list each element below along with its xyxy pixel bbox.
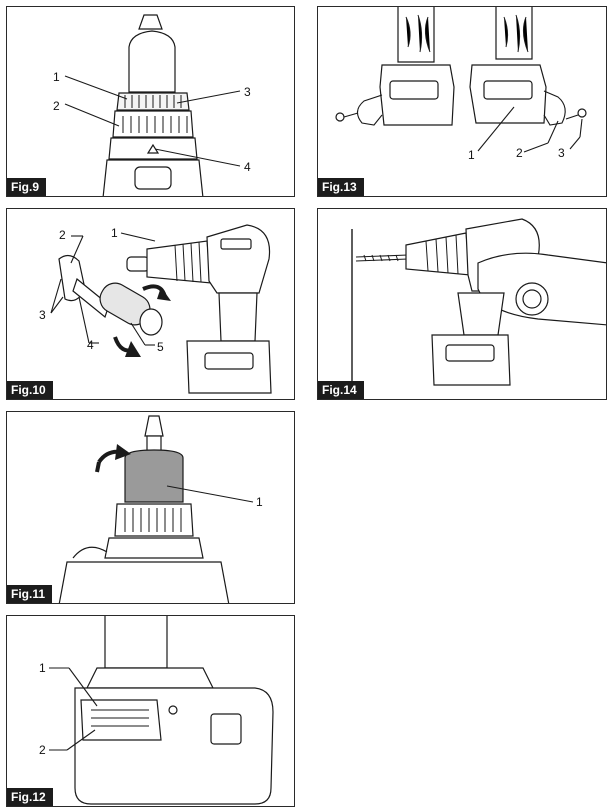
bit-removal-illustration: 1 [58, 415, 263, 603]
fig10-callout-1: 1 [111, 226, 118, 240]
figure-panel-fig14: Fig.14 [317, 208, 607, 400]
figure-panel-fig9: 1 2 3 4 Fig.9 [6, 6, 295, 197]
fig13-callout-1: 1 [468, 148, 475, 162]
hook-and-bit-holder-illustration: 1 2 3 [335, 7, 587, 162]
fig11-label: Fig.11 [7, 585, 53, 603]
drilling-into-wall-illustration [351, 218, 606, 389]
fig9-callout-2: 2 [53, 99, 60, 113]
fig10-label: Fig.10 [7, 381, 53, 399]
battery-indicator-illustration: 1 2 [39, 616, 274, 805]
fig11-callout-1: 1 [256, 495, 263, 509]
fig9-callout-3: 3 [244, 85, 251, 99]
fig10-callout-3: 3 [39, 308, 46, 322]
fig13-label: Fig.13 [318, 178, 364, 196]
fig10-callout-5: 5 [157, 340, 164, 354]
figure-panel-fig11: 1 Fig.11 [6, 411, 295, 604]
fig12-callout-1: 1 [39, 661, 46, 675]
fig9-label: Fig.9 [7, 178, 47, 196]
fig10-callout-4: 4 [87, 338, 94, 352]
fig9-callout-1: 1 [53, 70, 60, 84]
side-grip-installation-illustration: 1 2 3 4 5 [39, 224, 272, 394]
fig10-callout-2: 2 [59, 228, 66, 242]
figure-panel-fig10: 1 2 3 4 5 Fig.10 [6, 208, 295, 400]
fig12-callout-2: 2 [39, 743, 46, 757]
fig12-label: Fig.12 [7, 788, 53, 806]
fig9-callout-4: 4 [244, 160, 251, 174]
figure-panel-fig13: 1 2 3 Fig.13 [317, 6, 607, 197]
fig14-label: Fig.14 [318, 381, 364, 399]
fig13-callout-3: 3 [558, 146, 565, 160]
figure-panel-fig12: 1 2 Fig.12 [6, 615, 295, 807]
fig13-callout-2: 2 [516, 146, 523, 160]
drill-chuck-illustration: 1 2 3 4 [53, 14, 251, 196]
